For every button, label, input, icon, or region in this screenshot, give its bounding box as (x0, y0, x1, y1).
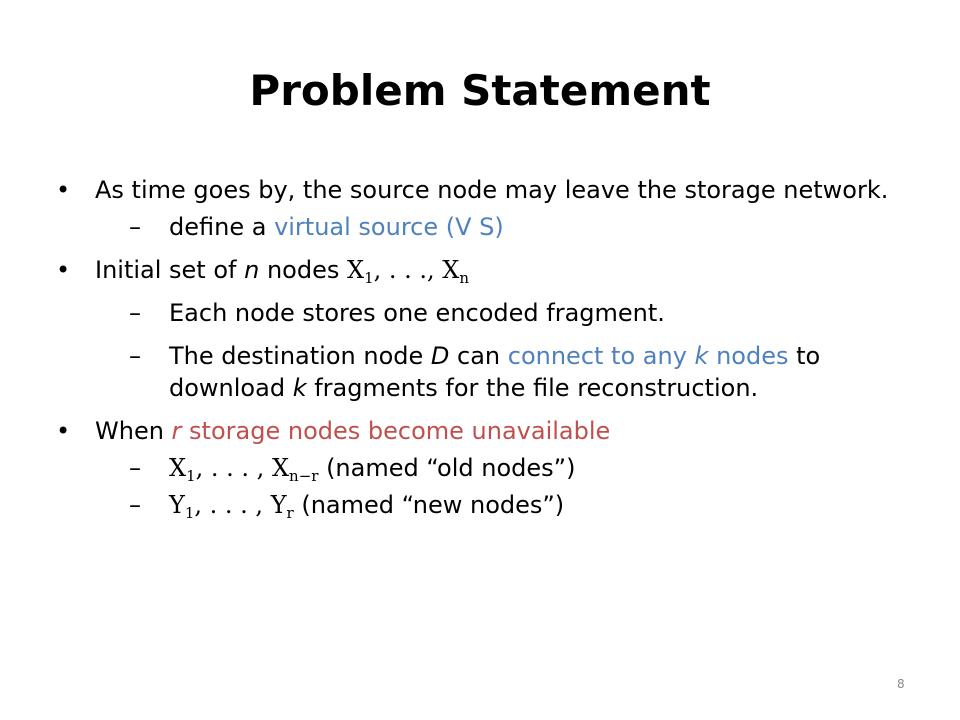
unavailable-highlight: r storage nodes become unavailable (172, 417, 611, 445)
bullet-text: When (95, 417, 172, 445)
math-sub: n−r (289, 467, 319, 485)
math-old-nodes: X1, . . . , Xn−r (169, 454, 319, 485)
math-sep: , . . . , (194, 491, 271, 519)
math-x: X (169, 454, 187, 482)
connect-text: connect to any (507, 342, 695, 370)
math-sep: , . . . , (195, 454, 272, 482)
page-number: 8 (897, 677, 905, 691)
math-sub: r (286, 504, 294, 522)
sub-bullet-fragment: Each node stores one encoded fragment. (56, 297, 916, 329)
variable-k: k (292, 374, 307, 402)
math-sub: n (459, 269, 470, 287)
math-new-nodes: Y1, . . . , Yr (169, 491, 294, 522)
unavailable-text: storage nodes become unavailable (181, 417, 611, 445)
math-x: X (346, 256, 365, 284)
bullet-text: nodes (259, 256, 347, 284)
connect-text: nodes (708, 342, 789, 370)
math-x1-xn: X1, . . ., Xn (346, 256, 470, 287)
sub-bullet-virtual-source: define a virtual source (V S) (56, 211, 916, 243)
math-sub: 1 (364, 269, 374, 287)
variable-r: r (171, 417, 182, 445)
variable-n: n (244, 256, 260, 284)
sub-bullet-text: (named “old nodes”) (318, 454, 576, 482)
virtual-source-highlight: virtual source (V S) (274, 213, 504, 241)
math-sub: 1 (184, 504, 195, 522)
sub-bullet-new-nodes: Y1, . . . , Yr (named “new nodes”) (56, 489, 916, 521)
math-y: Y (270, 491, 287, 519)
math-y: Y (169, 491, 185, 519)
math-x: X (271, 454, 290, 482)
sub-bullet-text: define a (169, 213, 275, 241)
slide-title: Problem Statement (249, 66, 711, 115)
slide-content: As time goes by, the source node may lea… (56, 174, 916, 521)
sub-bullet-text: can (449, 342, 508, 370)
sub-bullet-text: (named “new nodes”) (293, 491, 565, 519)
sub-bullet-text: The destination node (169, 342, 431, 370)
sub-bullet-text: fragments for the file reconstruction. (306, 374, 759, 402)
sub-bullet-text: to download (169, 342, 821, 402)
bullet-source-leave: As time goes by, the source node may lea… (56, 174, 916, 206)
math-sep: , . . ., (373, 256, 443, 284)
bullet-text: As time goes by, the source node may lea… (95, 176, 889, 204)
bullet-initial-set: Initial set of n nodes X1, . . ., Xn (56, 254, 916, 286)
math-sub: 1 (186, 467, 196, 485)
connect-highlight: connect to any k nodes (508, 342, 789, 370)
variable-k: k (694, 342, 709, 370)
math-x: X (442, 256, 460, 284)
sub-bullet-destination: The destination node D can connect to an… (56, 340, 916, 404)
bullet-unavailable: When r storage nodes become unavailable (56, 415, 916, 447)
sub-bullet-old-nodes: X1, . . . , Xn−r (named “old nodes”) (56, 452, 916, 484)
sub-bullet-text: Each node stores one encoded fragment. (169, 299, 665, 327)
variable-d: D (430, 342, 450, 370)
bullet-text: Initial set of (95, 256, 245, 284)
